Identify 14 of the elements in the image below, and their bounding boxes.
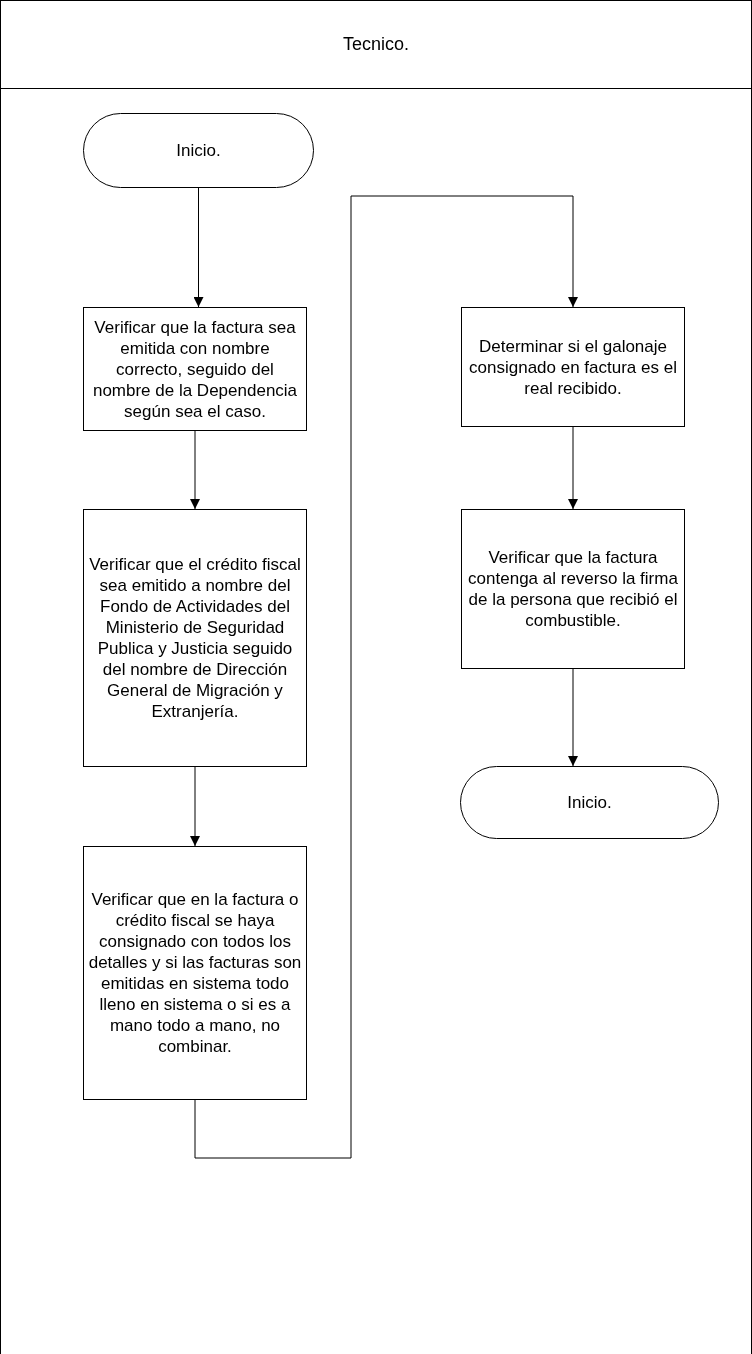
process-box: Determinar si el galonaje consignado en factura es el real recibido. <box>461 307 685 427</box>
arrow <box>190 430 200 510</box>
arrow <box>194 195 578 1159</box>
process-box: Verificar que en la factura o crédito fiscal se haya consignado con todos los detalles y si las facturas son emitidas en sistema todo lleno en sistema o si es a mano todo a mano, no combinar. <box>83 846 307 1100</box>
process-box: Verificar que la factura contenga al reverso la firma de la persona que recibió el combustible. <box>461 509 685 669</box>
arrow <box>568 426 578 510</box>
lane-title: Tecnico. <box>342 33 409 56</box>
process-box: Verificar que el crédito fiscal sea emitido a nombre del Fondo de Actividades del Ministerio de Seguridad Publica y Justicia seguido del nombre de Dirección General de Migración y Extranjería. <box>83 509 307 767</box>
arrow <box>568 668 578 767</box>
terminal-shape: Inicio. <box>83 113 314 188</box>
arrow <box>190 766 200 847</box>
process-box: Verificar que la factura sea emitida con nombre correcto, seguido del nombre de la Dependencia según sea el caso. <box>83 307 307 431</box>
terminal-shape: Inicio. <box>460 766 719 839</box>
arrow <box>193 187 204 308</box>
